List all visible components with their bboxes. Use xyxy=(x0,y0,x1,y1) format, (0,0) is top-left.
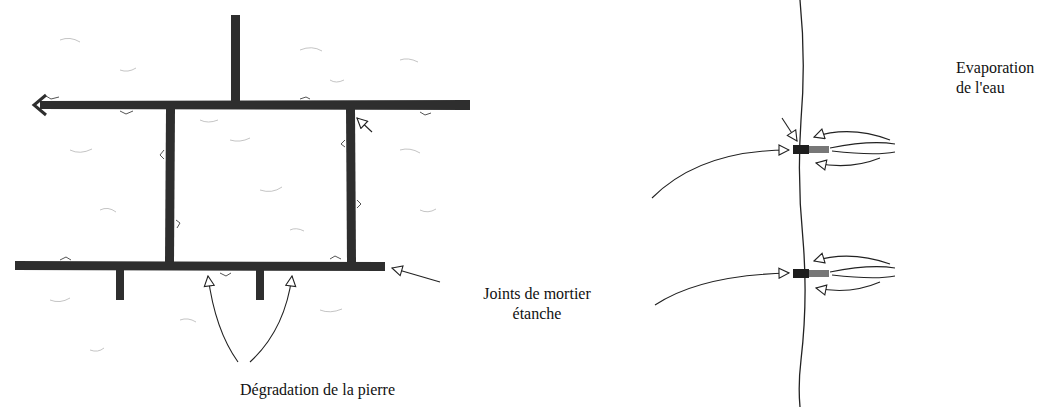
annotation-label: Evaporation de l'eau xyxy=(956,58,1044,98)
leader-lines xyxy=(652,118,797,305)
stone-texture xyxy=(50,38,436,351)
joint-rough-edges xyxy=(40,96,431,276)
mortar-joints xyxy=(15,15,470,300)
annotation-label: Joints de mortier étanche xyxy=(462,284,612,324)
wall-section xyxy=(799,0,805,407)
annotation-label: Dégradation de la pierre xyxy=(240,380,460,400)
joint-end xyxy=(34,95,46,115)
evaporation-arrows xyxy=(814,132,895,291)
leader-lines xyxy=(208,118,440,362)
